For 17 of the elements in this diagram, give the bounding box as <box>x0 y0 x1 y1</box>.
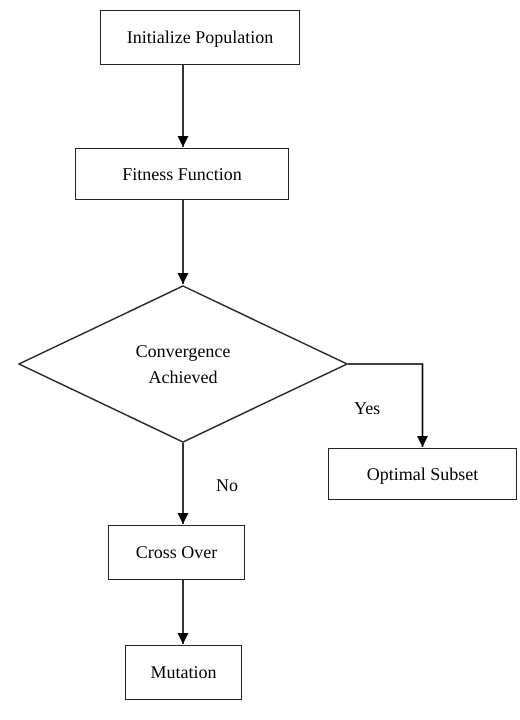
process-box <box>108 525 245 580</box>
process-box <box>328 448 517 500</box>
step-label: Cross Over <box>134 541 218 564</box>
process-box <box>125 645 242 700</box>
arrow <box>177 443 189 524</box>
arrow <box>348 363 428 447</box>
arrow <box>177 580 189 644</box>
decision-label: Convergence Achieved <box>134 340 232 389</box>
step-label: Optimal Subset <box>366 462 480 486</box>
step-label: Fitness Function <box>121 162 243 186</box>
process-box <box>100 10 300 65</box>
step-label: Mutation <box>150 661 218 684</box>
arrow <box>177 65 189 147</box>
arrow <box>177 200 189 284</box>
decision-diamond <box>18 285 348 443</box>
process-box <box>75 148 289 200</box>
step-label: Initialize Population <box>126 26 274 50</box>
